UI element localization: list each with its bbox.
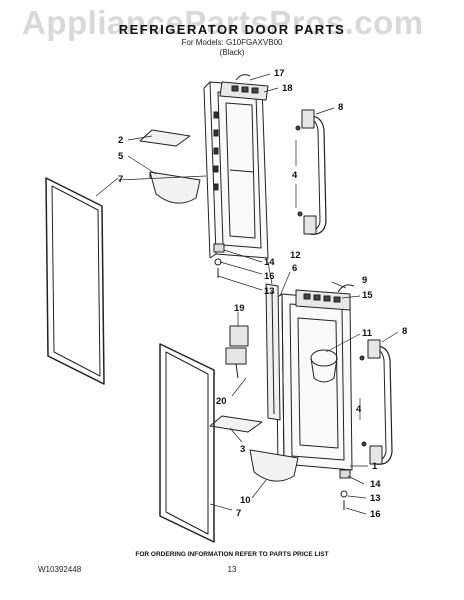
page-number: 13 (227, 565, 237, 574)
callout-label: 16 (264, 271, 275, 282)
callout-label: 12 (290, 250, 301, 261)
callout-label: 8 (402, 326, 407, 337)
callout-label: 20 (216, 396, 227, 407)
callout-label: 2 (118, 135, 123, 146)
upper-handle (295, 109, 327, 235)
lower-door-panel (275, 293, 353, 471)
model-subtitle: For Models: G10FGAXVB00 (181, 38, 283, 47)
lower-door-bin (249, 449, 299, 482)
lower-hinge-parts (339, 469, 351, 510)
callout-label: 17 (274, 68, 285, 79)
lower-shelf (209, 415, 263, 433)
lower-handle (359, 339, 393, 465)
page-title: REFRIGERATOR DOOR PARTS (118, 22, 346, 37)
callout-label: 13 (264, 286, 275, 297)
site-watermark: AppliancePartsPros.com (22, 4, 424, 41)
callout-label: 7 (236, 508, 241, 519)
callout-label: 15 (362, 290, 373, 301)
upper-hinge-parts (213, 243, 225, 278)
callout-label: 11 (362, 328, 373, 339)
ordering-note: FOR ORDERING INFORMATION REFER TO PARTS … (135, 551, 329, 558)
callout-label: 19 (234, 303, 245, 314)
callout-label: 5 (118, 151, 124, 162)
callout-label: 14 (370, 479, 381, 490)
callout-label: 4 (292, 170, 298, 181)
callout-label: 10 (240, 495, 251, 506)
callout-label: 14 (264, 257, 275, 268)
lower-gasket (159, 343, 215, 543)
callout-label: 7 (118, 174, 123, 185)
ice-chute (310, 349, 338, 383)
upper-door-bin (149, 171, 201, 204)
callout-label: 4 (356, 404, 362, 415)
upper-door-cap (219, 74, 269, 101)
callout-label: 16 (370, 509, 381, 520)
callout-label: 9 (362, 275, 367, 286)
upper-shelf (139, 129, 191, 147)
callout-label: 3 (240, 444, 245, 455)
upper-door-panel (203, 81, 269, 259)
callout-label: 6 (292, 263, 297, 274)
callout-label: 18 (282, 83, 293, 94)
dispenser-housing (225, 325, 249, 379)
color-subtitle: (Black) (219, 48, 245, 57)
upper-gasket (45, 177, 105, 385)
callout-label: 13 (370, 493, 381, 504)
callout-label: 8 (338, 102, 343, 113)
callout-label: 1 (372, 461, 378, 472)
dispenser-strip (265, 283, 281, 421)
document-number: W10392448 (38, 565, 82, 574)
lower-door-cap (295, 284, 355, 311)
